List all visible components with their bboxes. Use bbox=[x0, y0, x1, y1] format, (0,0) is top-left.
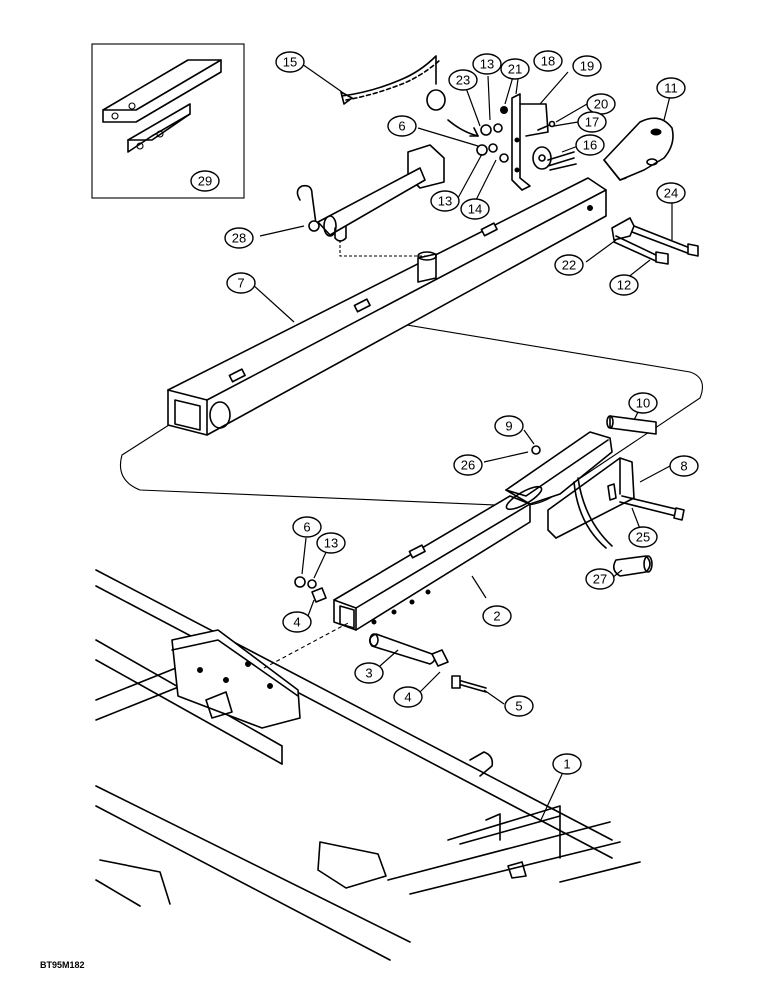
callout-20: 20 bbox=[586, 93, 616, 115]
svg-text:13: 13 bbox=[324, 536, 338, 551]
svg-text:24: 24 bbox=[664, 186, 678, 201]
svg-text:18: 18 bbox=[541, 54, 555, 69]
svg-text:26: 26 bbox=[461, 458, 475, 473]
leader-lines bbox=[251, 63, 673, 823]
callout-22: 22 bbox=[554, 254, 584, 276]
svg-text:25: 25 bbox=[636, 530, 650, 545]
svg-text:10: 10 bbox=[636, 396, 650, 411]
svg-text:15: 15 bbox=[283, 55, 297, 70]
callout-2: 2 bbox=[482, 605, 512, 627]
callout-21: 21 bbox=[500, 58, 530, 80]
svg-text:4: 4 bbox=[404, 690, 411, 705]
svg-text:13: 13 bbox=[438, 194, 452, 209]
callout-12: 12 bbox=[609, 274, 639, 296]
small-hardware-lower bbox=[294, 576, 487, 693]
svg-text:28: 28 bbox=[232, 231, 246, 246]
callout-24: 24 bbox=[656, 182, 686, 204]
callout-4-right: 4 bbox=[393, 686, 423, 708]
svg-text:17: 17 bbox=[585, 115, 599, 130]
svg-text:1: 1 bbox=[563, 757, 570, 772]
callout-29: 29 bbox=[190, 170, 220, 192]
safety-chain-part-15 bbox=[340, 55, 446, 111]
callout-26: 26 bbox=[453, 454, 483, 476]
callout-25: 25 bbox=[628, 526, 658, 548]
callout-28: 28 bbox=[224, 227, 254, 249]
callout-6-bottom: 6 bbox=[292, 516, 322, 538]
callout-11: 11 bbox=[656, 77, 686, 99]
svg-text:21: 21 bbox=[508, 62, 522, 77]
callout-5: 5 bbox=[504, 695, 534, 717]
callout-23: 23 bbox=[448, 69, 478, 91]
svg-text:2: 2 bbox=[493, 609, 500, 624]
svg-text:3: 3 bbox=[365, 666, 372, 681]
svg-text:8: 8 bbox=[680, 459, 687, 474]
svg-text:29: 29 bbox=[198, 174, 212, 189]
svg-text:12: 12 bbox=[617, 278, 631, 293]
lower-tongue-part-2 bbox=[333, 431, 635, 631]
inset-box-part-29 bbox=[91, 43, 245, 199]
tongue-tube-part-7 bbox=[167, 177, 607, 436]
callout-17: 17 bbox=[577, 111, 607, 133]
svg-text:5: 5 bbox=[515, 699, 522, 714]
svg-text:22: 22 bbox=[562, 258, 576, 273]
jack-assembly bbox=[296, 144, 445, 283]
callout-8: 8 bbox=[669, 455, 699, 477]
callout-6-top: 6 bbox=[387, 115, 417, 137]
svg-text:20: 20 bbox=[594, 97, 608, 112]
callout-27: 27 bbox=[585, 568, 615, 590]
drawing-code: BT95M182 bbox=[40, 960, 85, 970]
bolts-12-24 bbox=[611, 217, 699, 265]
callout-13-top: 13 bbox=[472, 53, 502, 75]
pins-8-10-25-27 bbox=[606, 415, 685, 577]
callout-19: 19 bbox=[572, 55, 602, 77]
callout-9: 9 bbox=[494, 415, 524, 437]
svg-text:13: 13 bbox=[480, 57, 494, 72]
callout-13-mid: 13 bbox=[430, 190, 460, 212]
callout-15: 15 bbox=[275, 51, 305, 73]
svg-text:6: 6 bbox=[398, 119, 405, 134]
callout-16: 16 bbox=[575, 134, 605, 156]
callout-13-bottom: 13 bbox=[316, 532, 346, 554]
svg-text:7: 7 bbox=[237, 276, 244, 291]
hardware-cluster bbox=[447, 93, 577, 191]
callout-14: 14 bbox=[460, 198, 490, 220]
callout-1: 1 bbox=[552, 753, 582, 775]
svg-text:14: 14 bbox=[468, 202, 482, 217]
callout-10: 10 bbox=[628, 392, 658, 414]
callout-7: 7 bbox=[226, 272, 256, 294]
svg-text:6: 6 bbox=[303, 520, 310, 535]
clevis-hitch-part-11 bbox=[603, 117, 674, 181]
svg-text:19: 19 bbox=[580, 59, 594, 74]
callout-4-left: 4 bbox=[282, 611, 312, 633]
callout-3: 3 bbox=[354, 662, 384, 684]
svg-text:4: 4 bbox=[293, 615, 300, 630]
svg-text:11: 11 bbox=[664, 81, 678, 96]
callout-18: 18 bbox=[533, 50, 563, 72]
svg-text:27: 27 bbox=[593, 572, 607, 587]
svg-text:16: 16 bbox=[583, 138, 597, 153]
main-frame-part-1 bbox=[95, 569, 641, 961]
svg-text:9: 9 bbox=[505, 419, 512, 434]
svg-text:23: 23 bbox=[456, 73, 470, 88]
